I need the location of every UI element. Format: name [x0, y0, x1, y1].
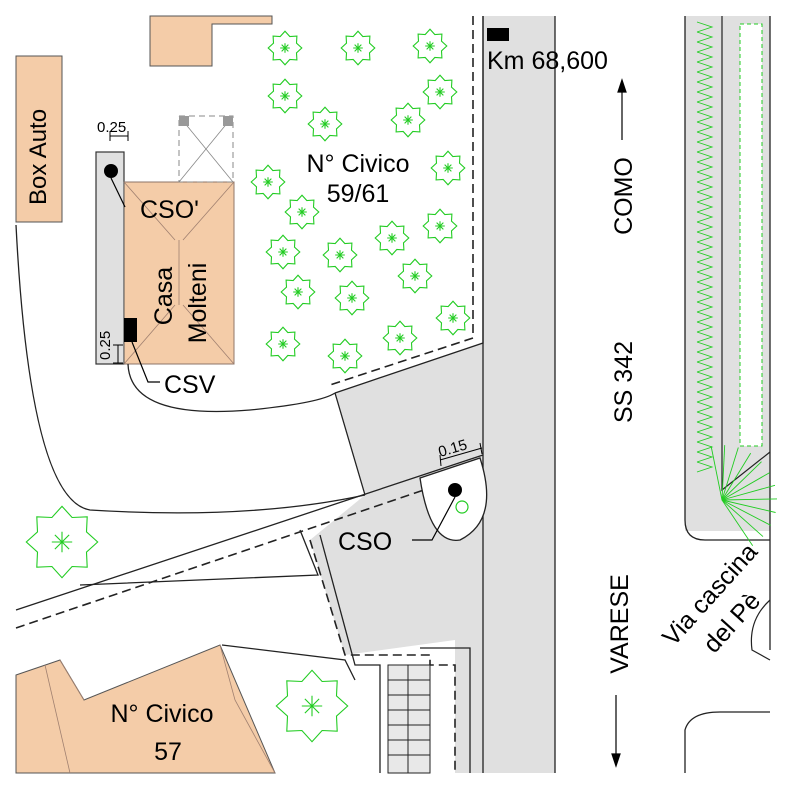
tree-icon	[390, 102, 426, 138]
civico-57-label-2: 57	[154, 738, 182, 766]
csv-curve	[127, 363, 336, 413]
como-label: COMO	[610, 157, 638, 235]
tree-icon	[334, 280, 370, 316]
tree-icon	[397, 258, 433, 294]
civico-57-label-1: N° Civico	[110, 700, 213, 728]
green-hedge-strip	[739, 23, 763, 447]
roof-hip-2	[182, 181, 235, 241]
hedge-spikes	[696, 21, 778, 546]
csv-leader	[131, 341, 160, 383]
varese-label: VARESE	[606, 574, 634, 674]
tree-icon	[412, 28, 448, 64]
tree-icon	[327, 338, 363, 374]
casa-label-2: Molteni	[184, 263, 212, 344]
lower-boundary-2	[221, 644, 356, 681]
cso-leader	[412, 496, 456, 541]
tree-icon	[267, 30, 303, 66]
tree-icon	[25, 505, 99, 579]
cso-manhole-icon	[448, 483, 462, 497]
roof-hip-4	[182, 304, 235, 365]
courtyard-paving	[310, 343, 483, 773]
tree-icon	[422, 208, 458, 244]
tree-icon	[267, 78, 303, 114]
roof-hip-1	[123, 181, 176, 241]
fountain-plant	[455, 500, 469, 514]
roof-hip-3	[123, 304, 176, 365]
island-edge	[721, 16, 771, 492]
civico-5961-label-1: N° Civico	[306, 150, 409, 178]
tree-icon	[265, 234, 301, 270]
tree-icon	[307, 106, 343, 142]
annex-post-2	[223, 116, 233, 126]
courtyard-lower-right	[420, 647, 471, 773]
staircase	[387, 664, 431, 774]
box-auto-label: Box Auto	[25, 109, 52, 205]
side-road-lower-edge	[684, 711, 770, 773]
side-road-curb	[750, 599, 771, 661]
tree-icon	[430, 150, 466, 186]
civico-5961-label-2: 59/61	[327, 180, 390, 208]
tree-icon	[435, 300, 471, 336]
cso-prime-label: CSO'	[140, 196, 199, 224]
box-auto-building	[15, 55, 63, 223]
annex-post-1	[179, 116, 189, 126]
access-path-dashed	[15, 469, 484, 629]
main-road-ss342	[483, 16, 555, 773]
driveway-curve	[15, 224, 366, 514]
lower-boundary-dashed	[309, 539, 456, 773]
cso-prime-manhole-icon	[104, 164, 118, 178]
tree-group	[25, 28, 471, 743]
ss342-label: SS 342	[610, 341, 638, 423]
tree-icon	[340, 30, 376, 66]
tree-icon	[382, 320, 418, 356]
cso-label: CSO	[338, 528, 392, 556]
cso-prime-leader	[110, 177, 126, 208]
tree-icon	[422, 74, 458, 110]
casa-label-1: Casa	[150, 267, 178, 325]
dimension-d1: 0.25	[97, 119, 126, 136]
lower-boundary	[319, 534, 381, 773]
dimension-marks	[109, 131, 483, 467]
km-marker-icon	[487, 28, 509, 41]
direction-arrows	[611, 78, 627, 768]
civico57-roof-lines	[44, 644, 276, 774]
casa-molteni-porch	[95, 151, 125, 365]
csv-label: CSV	[164, 371, 216, 399]
tree-icon	[280, 274, 316, 310]
side-road-left-edge	[684, 16, 770, 541]
tree-icon	[265, 326, 301, 362]
tree-icon	[374, 220, 410, 256]
km-label: Km 68,600	[487, 47, 608, 75]
tree-icon	[284, 194, 320, 230]
tree-icon	[250, 164, 286, 200]
property-dashed-right	[329, 16, 474, 386]
dimension-d2: 0.25	[97, 331, 114, 360]
annex-cross-2	[178, 115, 234, 183]
courtyard-boundary	[334, 392, 366, 496]
tree-icon	[275, 669, 349, 743]
tree-icon	[322, 237, 358, 273]
building-top	[149, 15, 273, 67]
inner-step	[79, 529, 319, 586]
csv-valve-icon	[124, 318, 137, 342]
